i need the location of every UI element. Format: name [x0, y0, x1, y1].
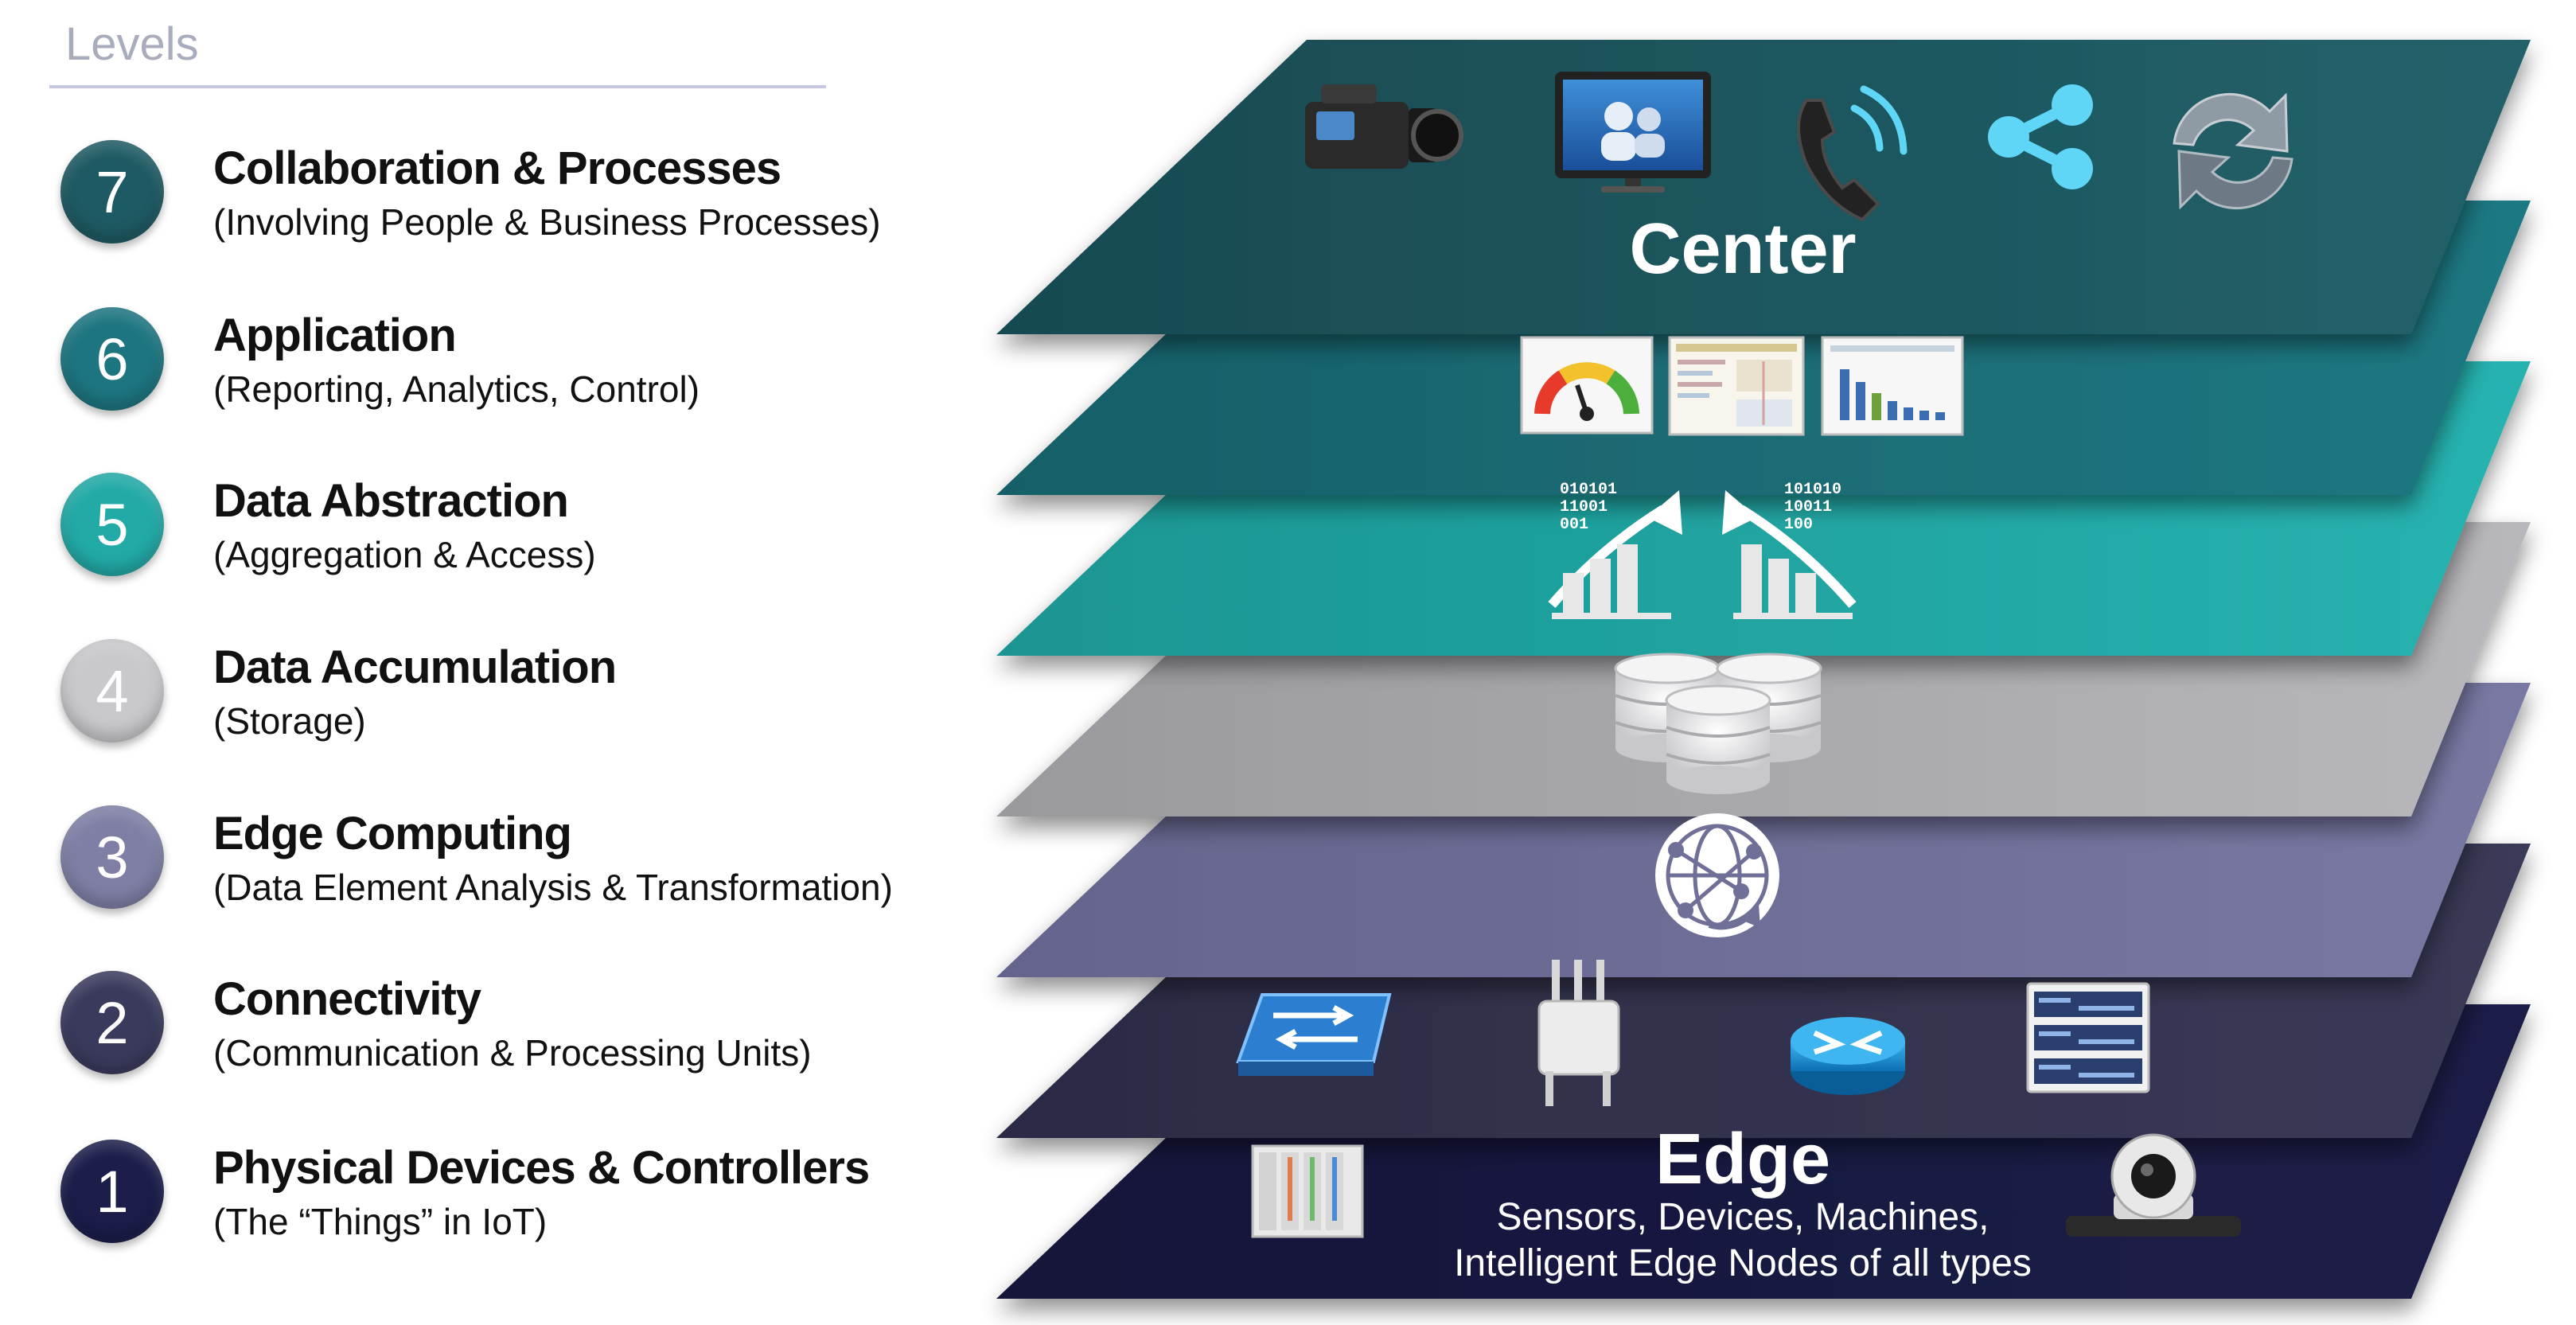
share-icon [1988, 84, 2093, 189]
database-storage-icon [1614, 653, 1822, 794]
level-3-number: 3 [95, 824, 129, 890]
level-2-subtitle: (Communication & Processing Units) [213, 1032, 812, 1074]
wireless-access-point-icon [1537, 960, 1620, 1106]
level-7-subtitle: (Involving People & Business Processes) [213, 201, 881, 243]
level-5-number: 5 [95, 491, 129, 558]
level-2-title: Connectivity [213, 973, 481, 1025]
level-row-4: 4 Data Accumulation (Storage) [60, 639, 1000, 758]
plc-controller-icon [1251, 1144, 1364, 1238]
level-row-1: 1 Physical Devices & Controllers (The “T… [60, 1140, 1000, 1259]
level-4-number: 4 [95, 657, 129, 724]
level-1-title: Physical Devices & Controllers [213, 1142, 870, 1194]
sync-arrows-icon [2173, 92, 2293, 210]
edge-subtitle-line-1: Sensors, Devices, Machines, [1496, 1196, 1989, 1238]
bits-right-line-2: 10011 [1784, 498, 1832, 516]
level-6-title: Application [213, 310, 457, 361]
edge-subtitle-line-2: Intelligent Edge Nodes of all types [1454, 1242, 2032, 1284]
level-7-badge: 7 [60, 140, 164, 244]
bits-left-line-3: 001 [1560, 516, 1588, 534]
bits-left-line-1: 010101 [1560, 481, 1617, 499]
level-3-subtitle: (Data Element Analysis & Transformation) [213, 867, 893, 908]
level-row-7: 7 Collaboration & Processes (Involving P… [60, 140, 1000, 259]
level-6-badge: 6 [60, 307, 164, 411]
level-5-badge: 5 [60, 473, 164, 576]
gauge-dashboard-icon [1520, 336, 1654, 435]
level-row-2: 2 Connectivity (Communication & Processi… [60, 971, 1000, 1090]
level-row-5: 5 Data Abstraction (Aggregation & Access… [60, 473, 1000, 592]
globe-network-icon [1655, 813, 1779, 937]
level-7-number: 7 [95, 158, 129, 225]
edge-label: Edge [1654, 1120, 1831, 1199]
router-icon [1791, 1017, 1905, 1095]
level-row-3: 3 Edge Computing (Data Element Analysis … [60, 805, 1000, 925]
access-down-arrow-icon: 101010 10011 100 [1722, 481, 1857, 619]
level-2-badge: 2 [60, 971, 164, 1074]
bits-left-line-2: 11001 [1560, 498, 1608, 516]
bits-right-line-3: 100 [1784, 516, 1813, 534]
phone-icon [1797, 85, 1908, 222]
level-4-badge: 4 [60, 639, 164, 742]
aggregation-up-arrow-icon: 010101 11001 001 [1548, 481, 1682, 619]
level-3-badge: 3 [60, 805, 164, 909]
level-1-number: 1 [95, 1158, 129, 1225]
level-5-title: Data Abstraction [213, 475, 569, 527]
level-6-subtitle: (Reporting, Analytics, Control) [213, 368, 700, 410]
level-5-subtitle: (Aggregation & Access) [213, 534, 596, 575]
level-2-number: 2 [95, 989, 129, 1056]
network-switch-icon [1236, 993, 1392, 1076]
level-7-title: Collaboration & Processes [213, 142, 781, 194]
level-1-subtitle: (The “Things” in IoT) [213, 1201, 548, 1242]
level-row-6: 6 Application (Reporting, Analytics, Con… [60, 307, 1000, 427]
video-conference-monitor-icon [1555, 72, 1711, 193]
ptz-camera-icon [2066, 1133, 2241, 1237]
bits-right-line-1: 101010 [1784, 481, 1841, 499]
report-dashboard-icon [1668, 336, 1805, 436]
server-rack-icon [2026, 982, 2150, 1093]
levels-header-title: Levels [65, 18, 199, 70]
level-6-number: 6 [95, 325, 129, 392]
bar-chart-report-icon [1821, 336, 1964, 436]
level-4-title: Data Accumulation [213, 641, 617, 693]
level-3-title: Edge Computing [213, 808, 572, 859]
level-1-badge: 1 [60, 1140, 164, 1243]
video-camera-icon [1305, 84, 1463, 169]
center-label: Center [1629, 209, 1857, 289]
level-4-subtitle: (Storage) [213, 700, 366, 742]
levels-header-divider [49, 85, 826, 88]
